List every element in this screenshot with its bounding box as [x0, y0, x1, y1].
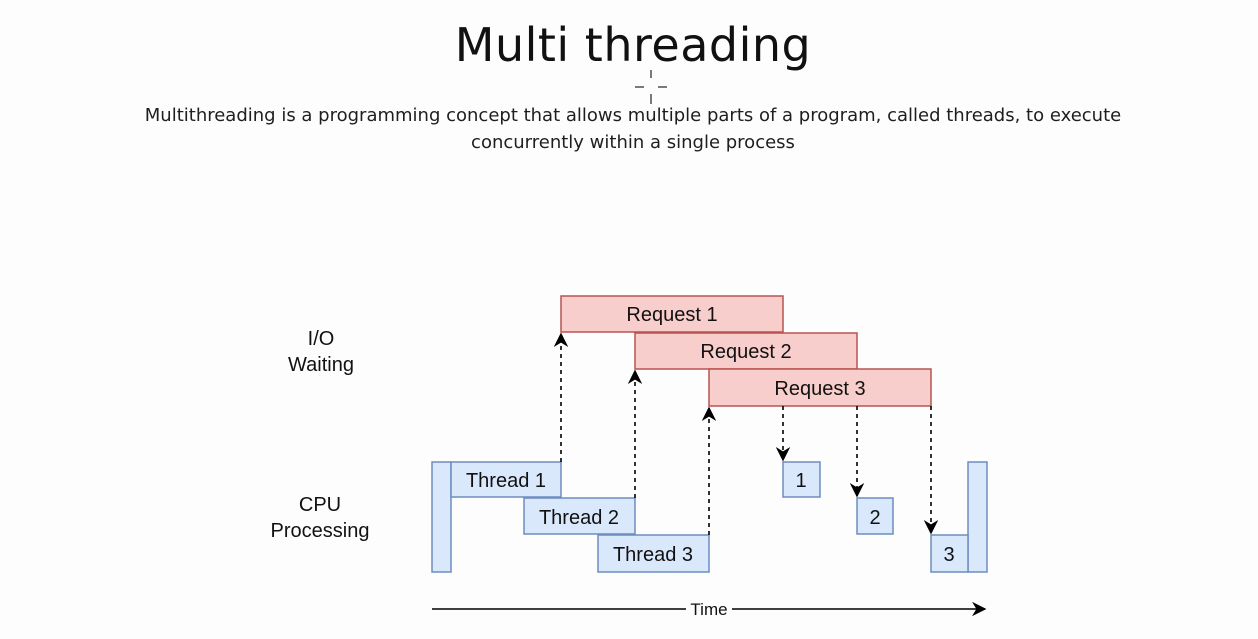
- main-thread-start-bar: [431, 461, 452, 573]
- io-lane-label-line2: Waiting: [288, 354, 354, 376]
- request-label-1: Request 1: [626, 304, 717, 326]
- thread-label-1: Thread 1: [466, 470, 546, 492]
- completion-label-3: 3: [943, 544, 954, 566]
- request-label-3: Request 3: [774, 378, 865, 400]
- cpu-lane-label-line1: CPU: [299, 494, 341, 516]
- page-title: Multi threading: [454, 18, 812, 72]
- completion-label-1: 1: [795, 470, 806, 492]
- crosshair-cursor-icon: [635, 70, 667, 104]
- thread-box-3: Thread 3: [597, 534, 710, 573]
- completion-box-3: 3: [930, 534, 969, 573]
- cpu-lane-label-line2: Processing: [271, 520, 370, 542]
- completion-label-2: 2: [869, 507, 880, 529]
- thread-box-1: Thread 1: [450, 461, 562, 498]
- thread-label-3: Thread 3: [613, 544, 693, 566]
- time-axis-label: Time: [690, 600, 727, 619]
- completion-box-2: 2: [856, 497, 894, 535]
- request-box-3: Request 3: [708, 368, 932, 407]
- thread-box-2: Thread 2: [523, 497, 636, 535]
- completion-box-1: 1: [782, 461, 821, 498]
- request-label-2: Request 2: [700, 341, 791, 363]
- page-description: Multithreading is a programming concept …: [144, 105, 1122, 153]
- request-box-1: Request 1: [560, 295, 784, 333]
- thread-label-2: Thread 2: [539, 507, 619, 529]
- io-lane-label-line1: I/O: [308, 328, 335, 350]
- main-thread-end-bar: [967, 461, 988, 573]
- request-box-2: Request 2: [634, 332, 858, 370]
